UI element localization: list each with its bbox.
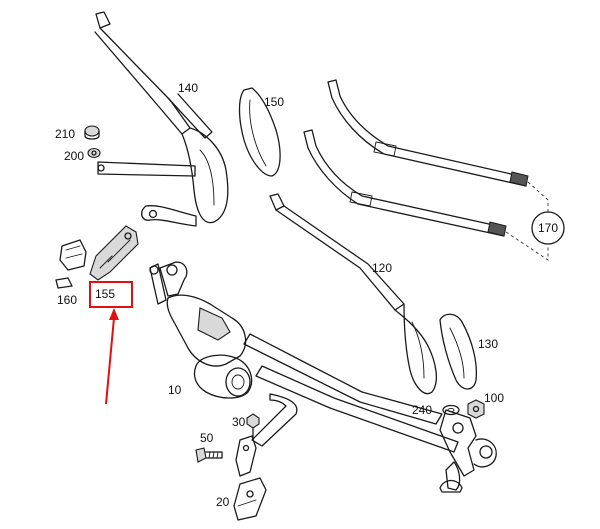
callout-140: 140 [178, 81, 198, 95]
wiper-arm-120 [269, 193, 438, 395]
cap-210 [84, 125, 100, 140]
callout-210: 210 [55, 127, 75, 141]
callout-160: 160 [57, 293, 77, 307]
callout-150: 150 [264, 95, 284, 109]
mount-bracket [235, 435, 257, 477]
screw-50 [195, 447, 223, 463]
nut-200 [87, 147, 101, 159]
callout-155: 155 [95, 287, 115, 301]
leader-170-lower [505, 231, 549, 261]
callout-100: 100 [484, 391, 504, 405]
highlight-box-155 [89, 281, 133, 308]
clip-160 [55, 277, 73, 289]
callout-240: 240 [412, 403, 432, 417]
washer-240 [442, 404, 460, 416]
cover-cap-150 [238, 87, 281, 177]
callout-200: 200 [64, 149, 84, 163]
callout-120: 120 [372, 261, 392, 275]
leader-170-upper [527, 181, 549, 212]
callout-20: 20 [216, 495, 230, 509]
callout-10: 10 [168, 383, 182, 397]
callout-30: 30 [232, 415, 246, 429]
cover-130 [439, 313, 478, 390]
callout-50: 50 [200, 431, 214, 445]
callout-circle-170 [531, 211, 565, 245]
bolt-30 [246, 413, 260, 441]
wiper-blade-upper [327, 79, 529, 187]
highlight-arrow [105, 308, 119, 405]
bracket-155 [59, 225, 139, 281]
callout-170: 170 [538, 221, 558, 235]
bracket-20 [233, 477, 267, 521]
nut-100 [467, 399, 485, 419]
wiper-arm-140 [94, 11, 229, 227]
motor-linkage-10 [149, 261, 497, 493]
wiper-blade-lower [303, 129, 507, 237]
callout-130: 130 [478, 337, 498, 351]
